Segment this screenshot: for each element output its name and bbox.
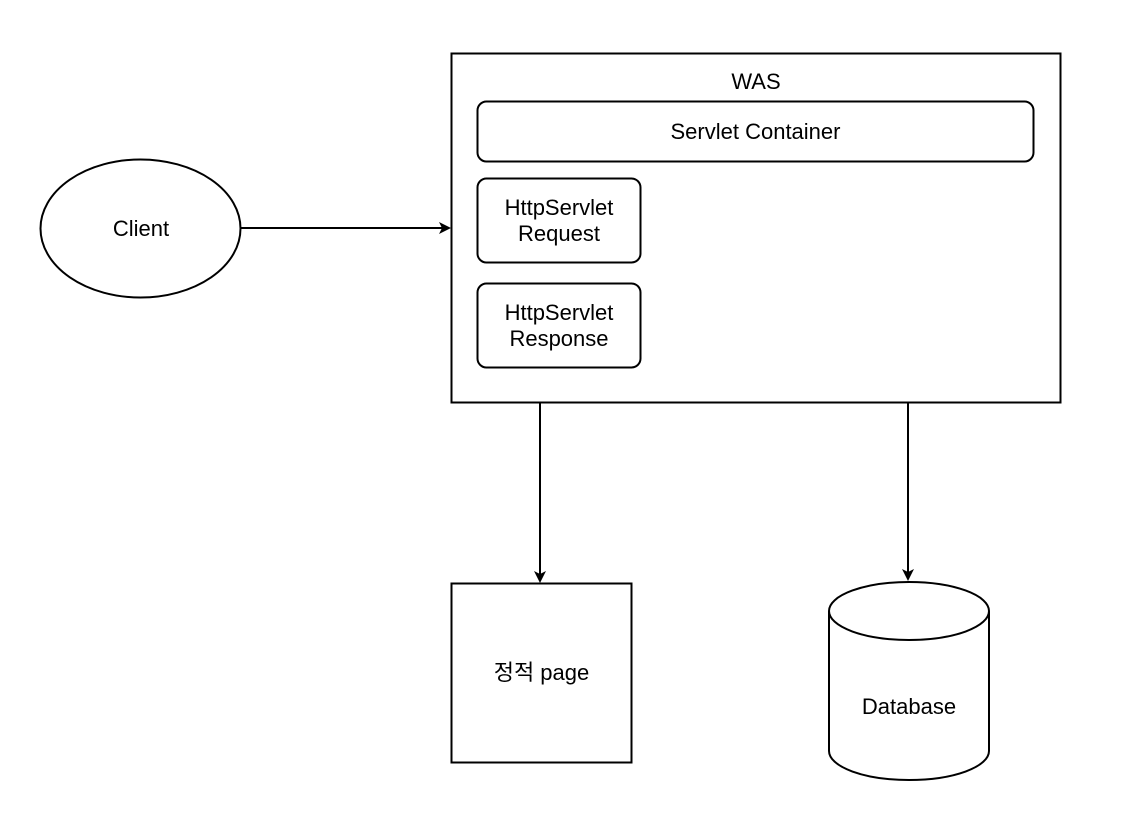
servlet-container-box (476, 100, 1035, 163)
http-servlet-request-box (476, 177, 642, 264)
database-cylinder (828, 581, 990, 781)
database-body (828, 611, 990, 781)
database-top (828, 581, 990, 641)
client-ellipse (39, 158, 242, 299)
http-servlet-response-box (476, 282, 642, 369)
static-page-box (450, 582, 633, 764)
